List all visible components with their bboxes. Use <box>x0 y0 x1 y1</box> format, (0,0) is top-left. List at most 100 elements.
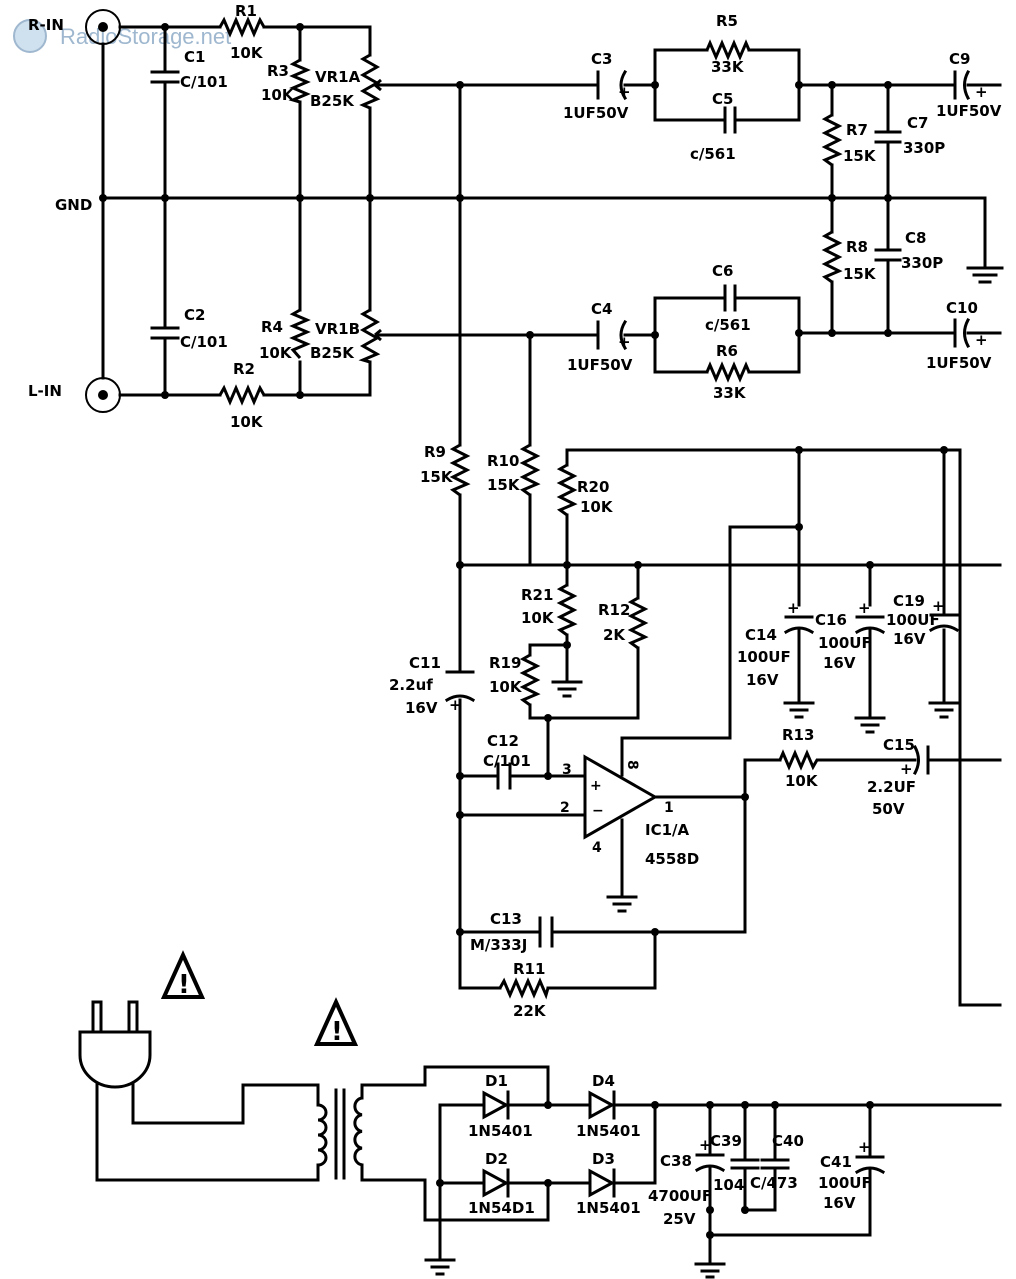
ic1-pin-1: 1 <box>664 800 674 816</box>
svg-text:+: + <box>900 760 913 778</box>
opamp-ic1a: + − 3 2 1 8 4 <box>560 754 674 856</box>
label-c15-voltage: 50V <box>872 800 905 818</box>
ground-symbol <box>694 1262 726 1279</box>
label-c19-ref: C19 <box>893 592 925 610</box>
label-d1-value: 1N5401 <box>468 1122 533 1140</box>
label-r8-value: 15K <box>843 265 877 283</box>
l-in-label: L-IN <box>28 382 62 400</box>
label-r10-ref: R10 <box>487 452 519 470</box>
label-c38-voltage: 25V <box>663 1210 696 1228</box>
ground-symbol <box>854 716 886 734</box>
label-r4-value: 10K <box>259 344 293 362</box>
capacitor-c38 <box>694 1153 726 1173</box>
gnd-label: GND <box>55 196 92 214</box>
ground-symbol <box>424 1258 456 1276</box>
label-c16-voltage: 16V <box>823 654 856 672</box>
label-c8-value: 330P <box>901 254 943 272</box>
ground-symbol <box>606 895 638 913</box>
capacitor-c13 <box>538 916 554 948</box>
resistor-r7 <box>821 113 843 167</box>
label-vr1b-ref: VR1B <box>315 320 360 338</box>
label-d4-ref: D4 <box>592 1072 615 1090</box>
label-c13-value: M/333J <box>470 936 527 954</box>
resistor-r1 <box>218 16 266 38</box>
label-c11-ref: C11 <box>409 654 441 672</box>
svg-text:+: + <box>975 83 988 101</box>
label-r21-value: 10K <box>521 609 555 627</box>
polarity-marks: + + + + + + + + + + + <box>449 83 988 1156</box>
resistor-r13 <box>778 749 820 771</box>
capacitor-c8 <box>874 248 902 262</box>
capacitor-c41 <box>854 1155 886 1175</box>
resistor-r4 <box>289 308 311 359</box>
svg-text:+: + <box>932 597 945 615</box>
label-c40-ref: C40 <box>772 1132 804 1150</box>
ic1-pin-4: 4 <box>592 840 602 856</box>
label-ic1-ref: IC1/A <box>645 821 690 839</box>
capacitor-c2 <box>150 326 180 340</box>
label-r8-ref: R8 <box>846 238 868 256</box>
label-d3-ref: D3 <box>592 1150 615 1168</box>
potentiometer-vr1b <box>358 308 385 364</box>
label-r7-value: 15K <box>843 147 877 165</box>
label-d2-value: 1N54D1 <box>468 1199 535 1217</box>
label-c40-value: C/473 <box>750 1174 798 1192</box>
resistor-r9 <box>449 443 471 497</box>
resistor-r5 <box>705 39 751 61</box>
transformer <box>317 1088 363 1180</box>
capacitor-c39 <box>730 1158 760 1170</box>
label-c2-ref: C2 <box>184 306 205 324</box>
label-r11-ref: R11 <box>513 960 545 978</box>
label-r5-ref: R5 <box>716 12 738 30</box>
label-r13-value: 10K <box>785 772 819 790</box>
capacitor-c9 <box>953 69 971 101</box>
capacitor-c4 <box>596 319 628 351</box>
svg-text:−: − <box>592 803 604 819</box>
label-r5-value: 33K <box>711 58 745 76</box>
label-r9-ref: R9 <box>424 443 446 461</box>
resistor-r11 <box>498 977 550 1000</box>
label-vr1a-ref: VR1A <box>315 68 361 86</box>
potentiometer-vr1a <box>359 53 385 110</box>
wires-mixer <box>458 83 1002 1007</box>
label-r7-ref: R7 <box>846 121 868 139</box>
label-r20-value: 10K <box>580 498 614 516</box>
label-c9-value: 1UF50V <box>936 102 1002 120</box>
label-c41-voltage: 16V <box>823 1194 856 1212</box>
capacitor-c11 <box>444 670 476 703</box>
resistor-r20 <box>556 463 578 517</box>
label-c38-value: 4700UF <box>648 1187 712 1205</box>
ground-symbol <box>783 701 815 719</box>
label-c8-ref: C8 <box>905 229 926 247</box>
capacitor-c10 <box>953 317 971 349</box>
label-d1-ref: D1 <box>485 1072 508 1090</box>
capacitor-c15 <box>912 744 930 776</box>
ic1-pin-8: 8 <box>624 760 640 770</box>
label-c5-ref: C5 <box>712 90 733 108</box>
svg-text:+: + <box>449 696 462 714</box>
label-r19-value: 10K <box>489 678 523 696</box>
label-r20-ref: R20 <box>577 478 609 496</box>
label-c16-ref: C16 <box>815 611 847 629</box>
label-c38-ref: C38 <box>660 1152 692 1170</box>
resistor-r2 <box>218 384 266 406</box>
label-c19-voltage: 16V <box>893 630 926 648</box>
label-c11-voltage: 16V <box>405 699 438 717</box>
label-r6-ref: R6 <box>716 342 738 360</box>
capacitor-c16 <box>854 615 886 635</box>
svg-text:+: + <box>787 599 800 617</box>
component-labels: R1 10K C1 C/101 R3 10K VR1A B25K C2 C/10… <box>180 2 1002 1228</box>
label-r13-ref: R13 <box>782 726 814 744</box>
label-c1-value: C/101 <box>180 73 228 91</box>
label-c39-ref: C39 <box>710 1132 742 1150</box>
label-c2-value: C/101 <box>180 333 228 351</box>
capacitor-c6 <box>723 284 737 312</box>
label-c14-voltage: 16V <box>746 671 779 689</box>
label-c15-ref: C15 <box>883 736 915 754</box>
ground-symbol <box>966 260 1004 284</box>
label-c3-ref: C3 <box>591 50 612 68</box>
label-r10-value: 15K <box>487 476 521 494</box>
label-r4-ref: R4 <box>261 318 283 336</box>
label-c10-ref: C10 <box>946 299 978 317</box>
